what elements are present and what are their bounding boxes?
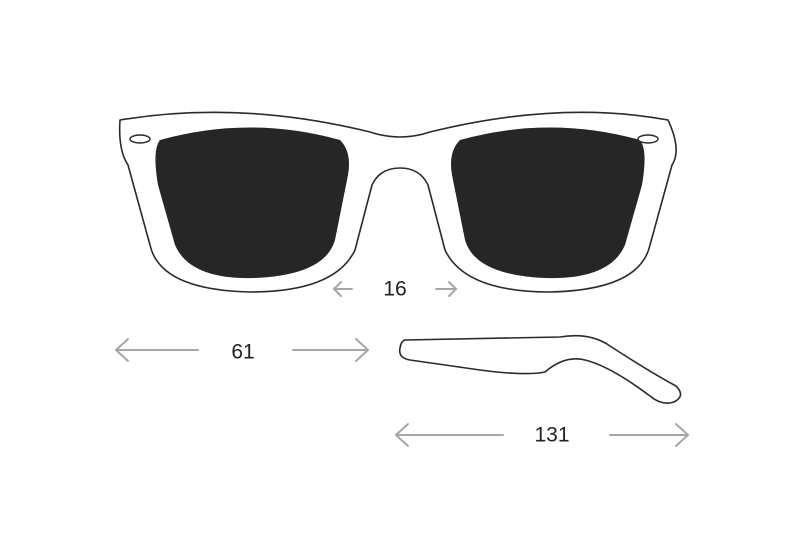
arrow-left-icon [395,423,409,447]
hinge-rivet-left [129,134,151,144]
lens-dimension-arrows [115,338,369,362]
frame-front-view [118,111,677,293]
lens-left [155,127,349,279]
arrow-left-icon [333,281,342,297]
arrow-right-icon [448,281,457,297]
temple-dimension-arrows [395,423,689,447]
arrow-left-icon [115,338,129,362]
bridge-width-label: 16 [383,277,407,301]
lens-right [451,127,645,279]
arrow-right-icon [355,338,369,362]
lens-width-label: 61 [231,340,255,364]
hinge-rivet-right [637,134,659,144]
arrow-right-icon [675,423,689,447]
temple-length-label: 131 [534,423,570,447]
bridge-dimension-arrows [333,281,457,297]
temple-arm-side-view [398,334,682,404]
